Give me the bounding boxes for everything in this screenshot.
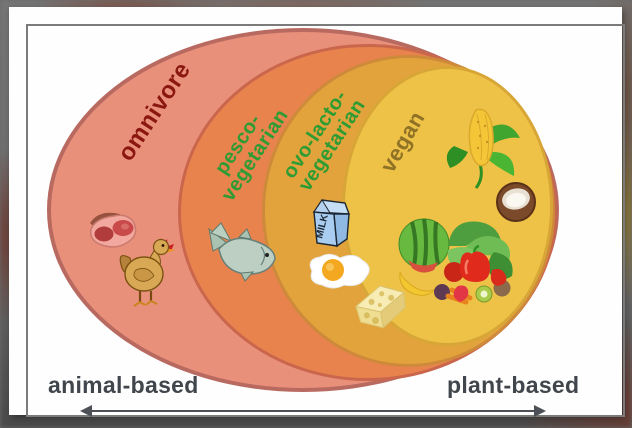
meat-icon <box>84 209 142 253</box>
cheese-icon <box>350 279 411 333</box>
fried-egg-icon <box>302 251 374 291</box>
inner-frame <box>26 24 625 417</box>
animal-based-label: animal-based <box>48 372 199 398</box>
arrow-left-head-icon <box>80 405 92 417</box>
arrow-right-head-icon <box>534 405 546 417</box>
fish-icon <box>205 221 279 285</box>
plant-based-label: plant-based <box>447 372 580 398</box>
spectrum-arrow <box>80 404 546 418</box>
chicken-icon <box>114 234 182 310</box>
produce-mix-icon <box>396 212 518 308</box>
arrow-line <box>88 410 538 412</box>
corn-icon <box>442 102 522 190</box>
coconut-icon <box>495 181 537 223</box>
milk-carton-icon: MILK <box>306 196 352 248</box>
